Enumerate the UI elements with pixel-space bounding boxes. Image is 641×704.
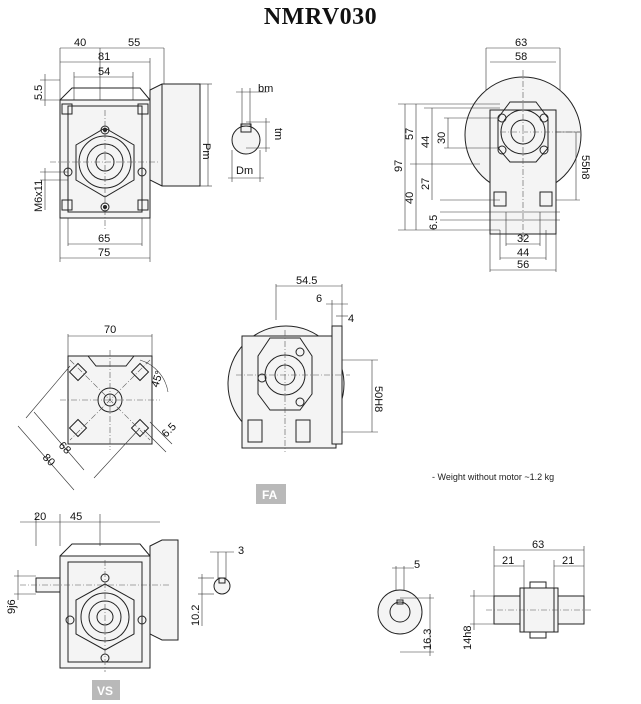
dim-fa-top-0: 54.5	[296, 275, 317, 287]
dim-side-left-5: 30	[436, 132, 448, 144]
dim-fa-top-2: 4	[348, 313, 354, 325]
dim-shaft-top-2: 21	[562, 555, 574, 567]
vs-tag-label: VS	[97, 684, 113, 698]
dim-vs-key-1: 10.2	[190, 605, 202, 626]
vs-tag	[92, 680, 120, 700]
dim-side-left-6: 6.5	[428, 215, 440, 230]
dim-vs-left: 9j6	[6, 599, 18, 614]
dim-front-left-1: M6x11	[33, 180, 45, 212]
fa-tag-label: FA	[262, 488, 278, 502]
dim-fa-right: 50H8	[372, 386, 384, 412]
dim-front-bottom-1: 75	[98, 247, 110, 259]
dim-front-left-0: 5.5	[33, 85, 45, 100]
shaft-view: 63 21 21 14h8	[462, 539, 592, 650]
dim-front-top-2: 81	[98, 51, 110, 63]
dim-side-bottom-1: 44	[517, 247, 529, 259]
vs-view: 20 45 9j6 3 10.2 VS	[6, 511, 244, 700]
dim-shaft-top-0: 63	[532, 539, 544, 551]
dim-side-left-4: 27	[420, 178, 432, 190]
dim-front-top-3: 54	[98, 66, 110, 78]
dim-flange-angle: 45°	[149, 369, 166, 389]
dim-side-left-1: 57	[404, 128, 416, 140]
dim-vs-top-0: 20	[34, 511, 46, 523]
fa-view: 54.5 6 4 50H8 FA	[227, 275, 384, 504]
hollow-view: 5 16.3	[377, 559, 434, 656]
flange-view: 70 45° 68 80 6.5	[17, 324, 179, 491]
dim-front-pm: Pm	[200, 143, 212, 160]
dim-side-left-2: 44	[420, 136, 432, 148]
dim-side-left-0: 97	[393, 160, 405, 172]
drawing-title: NMRV030	[263, 4, 378, 30]
dim-key-tm: tm	[272, 128, 284, 140]
dim-vs-key-0: 3	[238, 545, 244, 557]
dim-key-dm: Dm	[236, 165, 253, 177]
dim-shaft-left: 14h8	[462, 626, 474, 650]
dim-side-right: 55h8	[579, 155, 591, 179]
dim-key-bm: bm	[258, 83, 273, 95]
dim-side-top-0: 63	[515, 37, 527, 49]
fa-tag	[256, 484, 286, 504]
dim-flange-hole: 6.5	[160, 421, 179, 440]
front-view: 40 55 81 54 5.5 M6x11	[33, 37, 212, 262]
dim-side-top-1: 58	[515, 51, 527, 63]
dim-vs-top-1: 45	[70, 511, 82, 523]
dim-side-bottom-0: 32	[517, 233, 529, 245]
key-detail: bm tm Dm	[228, 83, 284, 182]
dim-hollow-key-0: 5	[414, 559, 420, 571]
dim-flange-top: 70	[104, 324, 116, 336]
dim-shaft-top-1: 21	[502, 555, 514, 567]
dim-side-left-3: 40	[404, 192, 416, 204]
weight-note: - Weight without motor ~1.2 kg	[432, 472, 554, 482]
dim-front-top-1: 55	[128, 37, 140, 49]
dim-fa-top-1: 6	[316, 293, 322, 305]
dim-hollow-key-1: 16.3	[422, 629, 434, 650]
dim-side-bottom-2: 56	[517, 259, 529, 271]
dim-front-bottom-0: 65	[98, 233, 110, 245]
dim-front-top-0: 40	[74, 37, 86, 49]
side-view: 63 58 97 57 44 40 27 30	[393, 37, 591, 272]
